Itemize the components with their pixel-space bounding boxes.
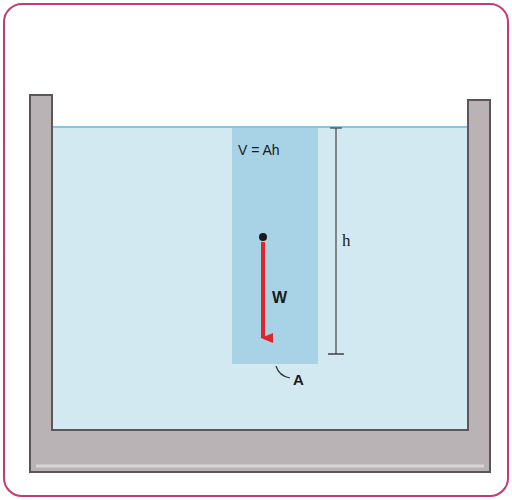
volume-formula: V = Ah (232, 142, 324, 158)
dimension-label: h (342, 232, 351, 249)
tank-base-shade (36, 465, 484, 468)
water-column (232, 128, 318, 364)
weight-arrow (261, 242, 265, 338)
centre-of-gravity (259, 233, 267, 241)
area-label: A (293, 372, 304, 387)
water-surface (52, 126, 468, 128)
picture-frame (4, 4, 508, 496)
dimension-tick (328, 353, 344, 355)
water (52, 126, 468, 432)
water-column-label-box: V = Ah (232, 128, 324, 364)
force-label: W (272, 290, 287, 306)
dimension-tick (330, 127, 342, 128)
leader-line (276, 366, 290, 378)
dimension-line (335, 128, 336, 354)
tank-wall (30, 95, 490, 472)
